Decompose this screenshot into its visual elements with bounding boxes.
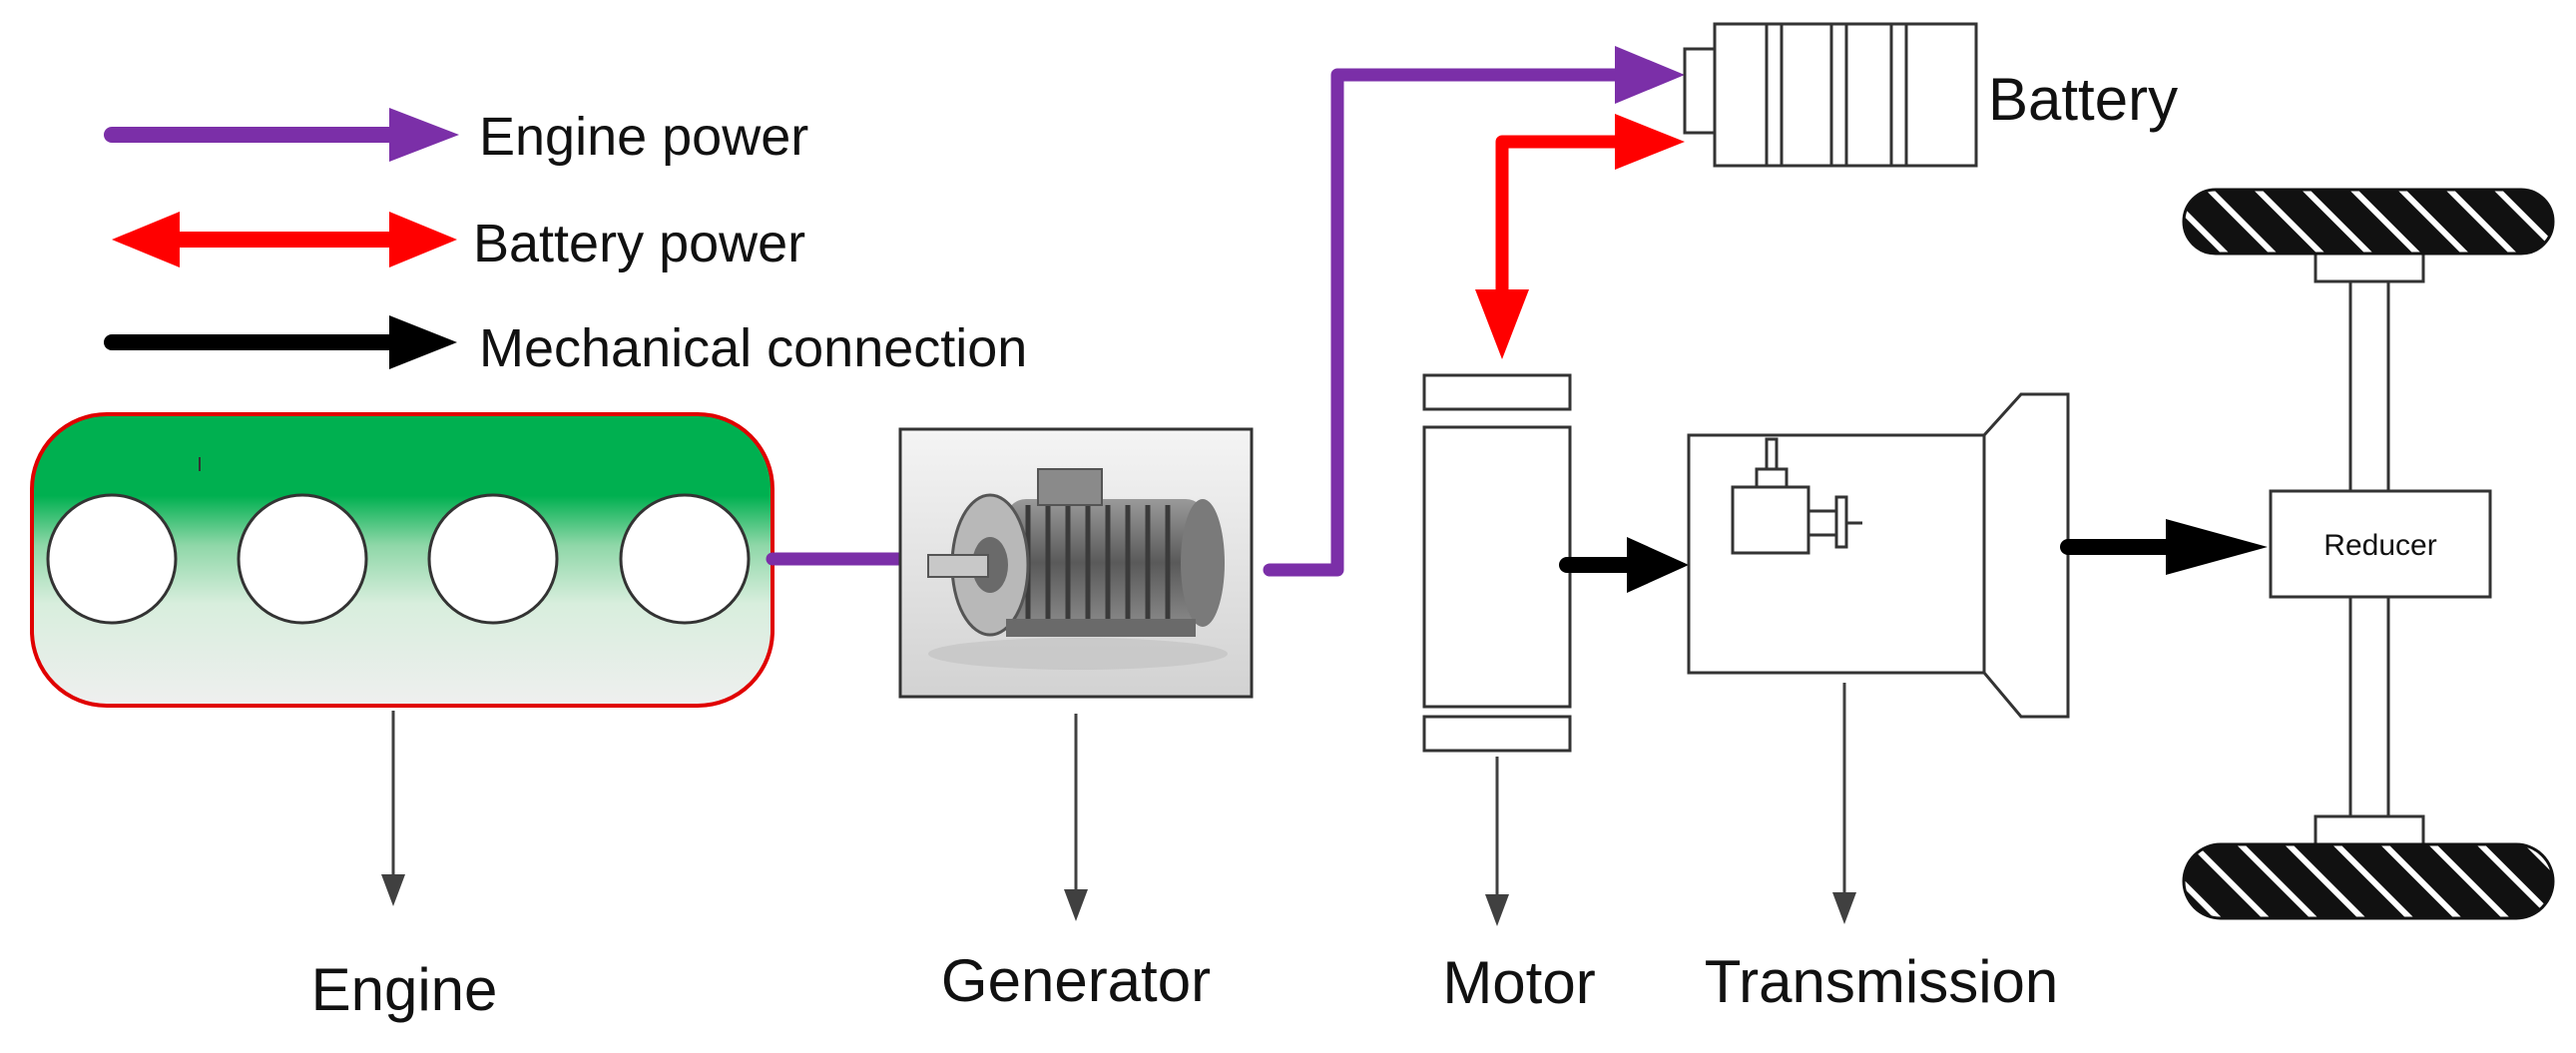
reducer-block xyxy=(2269,489,2492,599)
generator-label: Generator xyxy=(941,947,1211,1014)
axle xyxy=(2314,252,2425,846)
engine-cylinder xyxy=(427,493,559,625)
legend-mechanical-connection-label: Mechanical connection xyxy=(479,318,1027,378)
engine-cylinder xyxy=(619,493,751,625)
reducer-label: Reducer xyxy=(2323,529,2436,562)
motor-pointer-arrow xyxy=(1485,757,1509,926)
generator-image xyxy=(898,427,1254,699)
battery-power-flow-arrow xyxy=(1475,114,1685,359)
motor-block xyxy=(1422,373,1572,753)
engine-label: Engine xyxy=(311,956,498,1023)
engine-pointer-arrow xyxy=(381,711,405,906)
engine-power-flow-arrow xyxy=(1263,46,1685,577)
motor-label: Motor xyxy=(1442,949,1595,1016)
battery-pack xyxy=(1683,22,1978,168)
transmission-block xyxy=(1687,392,2070,719)
transmission-label: Transmission xyxy=(1705,948,2059,1015)
engine-cylinder xyxy=(237,493,368,625)
wheel-top xyxy=(2182,188,2555,256)
engine-block xyxy=(30,412,774,708)
legend-battery-power-label: Battery power xyxy=(473,214,805,273)
legend: Engine power Battery power Mechanical co… xyxy=(104,107,1027,378)
motor-transmission-mechanical-arrow xyxy=(1559,537,1689,593)
wheel-bottom xyxy=(2182,842,2555,920)
engine-cylinder xyxy=(46,493,178,625)
generator-pointer-arrow xyxy=(1064,714,1088,921)
legend-engine-power-label: Engine power xyxy=(479,107,808,167)
battery-label: Battery xyxy=(1988,66,2178,133)
transmission-pointer-arrow xyxy=(1832,683,1856,924)
transmission-reducer-mechanical-arrow xyxy=(2060,519,2268,575)
legend-engine-power-arrow xyxy=(104,108,459,162)
legend-battery-power-arrow xyxy=(112,212,457,267)
legend-mechanical-connection-arrow xyxy=(104,315,457,369)
